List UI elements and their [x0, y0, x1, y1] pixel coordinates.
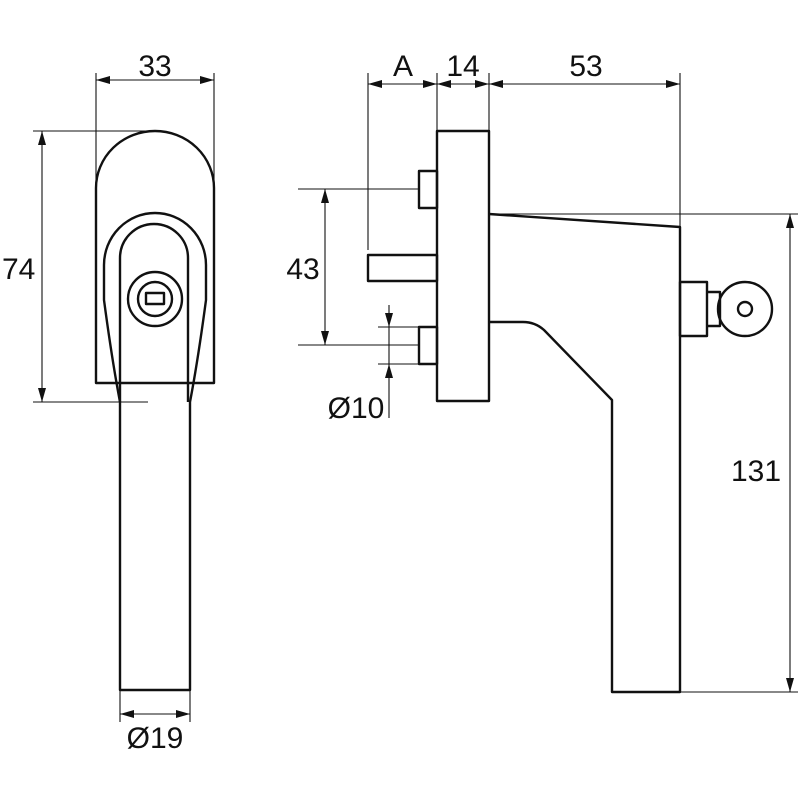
front-lever-inner-arch [118, 222, 190, 402]
front-lever-outline [102, 211, 208, 692]
label-base-thickness: 14 [446, 50, 479, 83]
side-lock-with-key [678, 280, 774, 338]
label-front-height: 74 [2, 253, 35, 286]
side-lever-outline [488, 212, 682, 694]
front-lock-cylinder [126, 270, 184, 328]
lock-inner-ring [136, 280, 174, 318]
side-view [366, 129, 774, 694]
side-spindle [366, 253, 439, 283]
front-view [94, 129, 216, 692]
dimension-lines [33, 73, 798, 722]
side-lock-cylinder [678, 280, 709, 338]
label-shaft-diameter: Ø19 [127, 722, 184, 755]
label-total-height: 131 [731, 455, 781, 488]
lock-outer-ring [126, 270, 184, 328]
label-screw-diameter: Ø10 [328, 392, 385, 425]
label-spindle-length: A [393, 50, 413, 83]
side-screw-lower [417, 325, 439, 366]
label-front-width: 33 [138, 50, 171, 83]
label-lever-projection: 53 [569, 50, 602, 83]
key-hole [736, 300, 754, 318]
side-base-plate [435, 129, 491, 403]
label-screw-spacing: 43 [286, 253, 319, 286]
key-shaft [707, 290, 722, 328]
front-rose-outline [94, 129, 216, 385]
side-screw-upper [417, 169, 439, 210]
lock-key-slot [144, 291, 166, 306]
key-head-icon [716, 280, 774, 338]
dimension-labels: 33 74 Ø19 A 14 53 43 Ø10 131 [2, 50, 781, 755]
